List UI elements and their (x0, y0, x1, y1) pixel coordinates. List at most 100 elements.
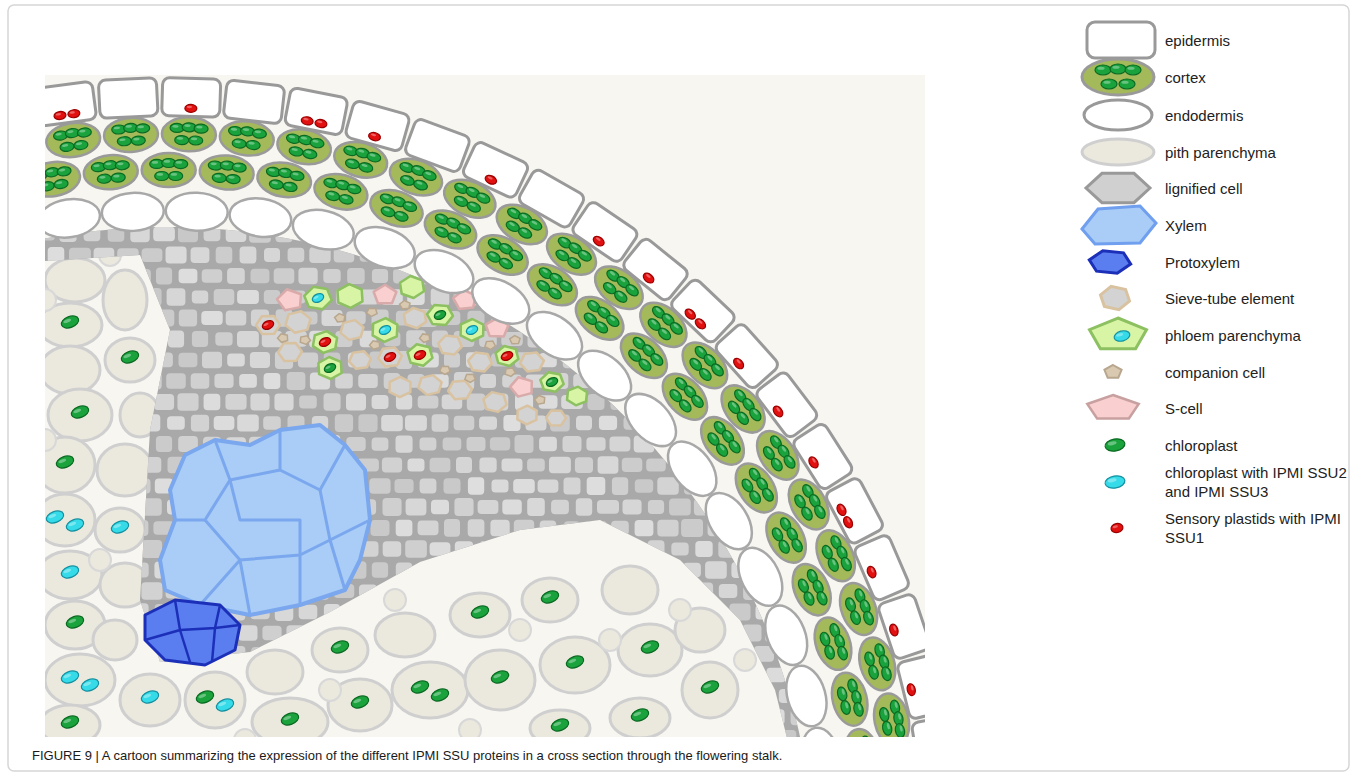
lignified-cell (647, 710, 664, 724)
plastid-highlight (719, 444, 725, 451)
plastid (246, 140, 261, 150)
lignified-cell (742, 709, 763, 726)
plastid-highlight (802, 580, 807, 587)
lignified-cell (71, 331, 89, 346)
lignified-cell (264, 668, 281, 681)
plastid (289, 170, 304, 181)
plastid (344, 158, 360, 170)
plastid (288, 146, 303, 157)
plastid (475, 191, 491, 205)
protoxylem (145, 600, 240, 665)
plastid-highlight (568, 658, 577, 664)
plastid-highlight (539, 281, 546, 287)
plastid-highlight (493, 673, 502, 679)
lignified-cell (670, 164, 690, 178)
plastid-highlight (694, 396, 700, 402)
plastid (175, 135, 189, 144)
lignified-cell (264, 248, 280, 262)
plastid (131, 136, 145, 146)
protoxylem-wall (180, 605, 220, 630)
cortex-cell-body (198, 153, 255, 191)
lignified-cell (780, 184, 796, 200)
lignified-cell (107, 353, 125, 367)
plastid-highlight (413, 683, 422, 689)
lignified-cell (658, 563, 679, 578)
lignified-cell (513, 562, 535, 577)
lignified-cell (777, 226, 799, 242)
lignified-cell (623, 499, 642, 514)
lignified-cell (310, 710, 330, 723)
plastid (185, 104, 197, 112)
lignified-cell (707, 227, 726, 240)
lignified-cell (588, 564, 605, 577)
lignified-cell (515, 435, 534, 453)
lignified-cell (816, 373, 832, 389)
s-cell (374, 285, 397, 304)
endodermis-cell (349, 220, 420, 276)
lignified-cell (45, 394, 54, 411)
lignified-cell (324, 604, 340, 620)
legend-row: cortex (1165, 68, 1357, 87)
plastid-highlight (725, 431, 731, 438)
plastid-highlight (502, 353, 508, 357)
pith-cell (610, 698, 670, 737)
lignified-cell (540, 730, 556, 737)
lignified-cell (825, 143, 846, 157)
plastid-highlight (450, 233, 457, 238)
plastid-highlight (783, 519, 788, 526)
lignified-cell (717, 163, 739, 179)
lignified-cell (478, 625, 497, 640)
plastid (771, 404, 785, 418)
plastid (490, 669, 511, 685)
lignified-cell (575, 457, 593, 473)
lignified-cell (503, 667, 521, 683)
lignified-cell (549, 457, 571, 474)
plastid-highlight (521, 228, 528, 233)
lignified-cell (792, 290, 809, 303)
lignified-cell (250, 352, 270, 368)
plastid-highlight (825, 546, 830, 553)
epidermis-cell-body (404, 118, 472, 174)
plastid-highlight (551, 288, 558, 294)
lignified-cell (718, 248, 738, 263)
pith-cell (45, 494, 95, 546)
lignified-cell (576, 498, 592, 516)
plastid-highlight (358, 149, 365, 153)
lignified-cell (910, 372, 925, 390)
lignified-cell (852, 395, 868, 410)
lignified-cell (251, 647, 269, 661)
lignified-cell (562, 646, 581, 662)
legend-row: Protoxylem (1165, 253, 1357, 272)
pith-cell (618, 624, 682, 676)
lignified-cell (875, 226, 893, 242)
sieve-tube-element (483, 392, 506, 412)
lignified-cell (94, 330, 115, 348)
epidermis-cell (791, 422, 854, 491)
companion-cell (335, 314, 345, 322)
pith-small-cell (319, 679, 341, 701)
plastid-highlight (457, 197, 464, 202)
lignified-cell (225, 394, 246, 410)
plastid-highlight (651, 319, 657, 325)
lignified-cell (274, 731, 295, 737)
plastid (693, 317, 707, 331)
plastid (421, 169, 437, 182)
plastid-highlight (348, 160, 355, 164)
plastid (189, 136, 203, 145)
plastid-highlight (380, 327, 386, 331)
lignified-cell (274, 268, 295, 284)
plastid (77, 127, 92, 138)
lignified-cell (59, 394, 78, 410)
lignified-cell (46, 331, 67, 347)
plastid-highlight (773, 436, 779, 443)
plastid (413, 349, 427, 361)
plastid (550, 717, 571, 733)
plastid-highlight (325, 365, 331, 369)
lignified-cell (118, 583, 138, 600)
lignified-cell (418, 521, 439, 536)
lignified-cell (45, 479, 54, 494)
epidermis-cell (824, 476, 885, 545)
lignified-cell (288, 248, 305, 263)
pith-cell (450, 593, 510, 637)
